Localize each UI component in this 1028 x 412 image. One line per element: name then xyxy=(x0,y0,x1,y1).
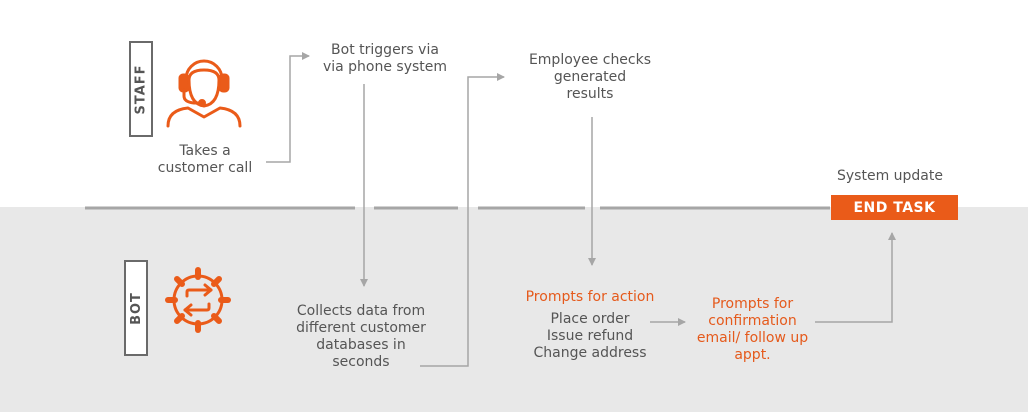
staff-lane xyxy=(0,0,1028,207)
staff-lane-label: STAFF xyxy=(129,41,153,137)
action-issue-refund: Issue refund xyxy=(546,328,634,344)
prompts-action-title: Prompts for action xyxy=(525,289,655,305)
action-change-address: Change address xyxy=(533,345,647,361)
end-task-badge: END TASK xyxy=(831,195,958,220)
bot-lane-label: BOT xyxy=(124,260,148,356)
step-prompts-confirmation: Prompts for confirmation email/ follow u… xyxy=(696,296,809,363)
step-prompts-action: Prompts for action Place order Issue ref… xyxy=(505,289,675,362)
step-takes-call: Takes a customer call xyxy=(157,143,253,176)
arrow-collect-to-check xyxy=(420,73,505,367)
arrow-confirm-to-end xyxy=(815,232,896,323)
step-employee-checks: Employee checks generated results xyxy=(528,52,652,102)
headset-agent-icon xyxy=(166,59,242,128)
gear-sync-icon xyxy=(165,267,231,333)
step-system-update: System update xyxy=(837,168,943,184)
step-collects-data: Collects data from different customer da… xyxy=(296,303,426,370)
action-place-order: Place order xyxy=(550,311,630,327)
bot-lane xyxy=(0,207,1028,412)
arrow-call-to-trigger xyxy=(266,52,310,163)
step-bot-triggers: Bot triggers via via phone system xyxy=(322,42,448,75)
